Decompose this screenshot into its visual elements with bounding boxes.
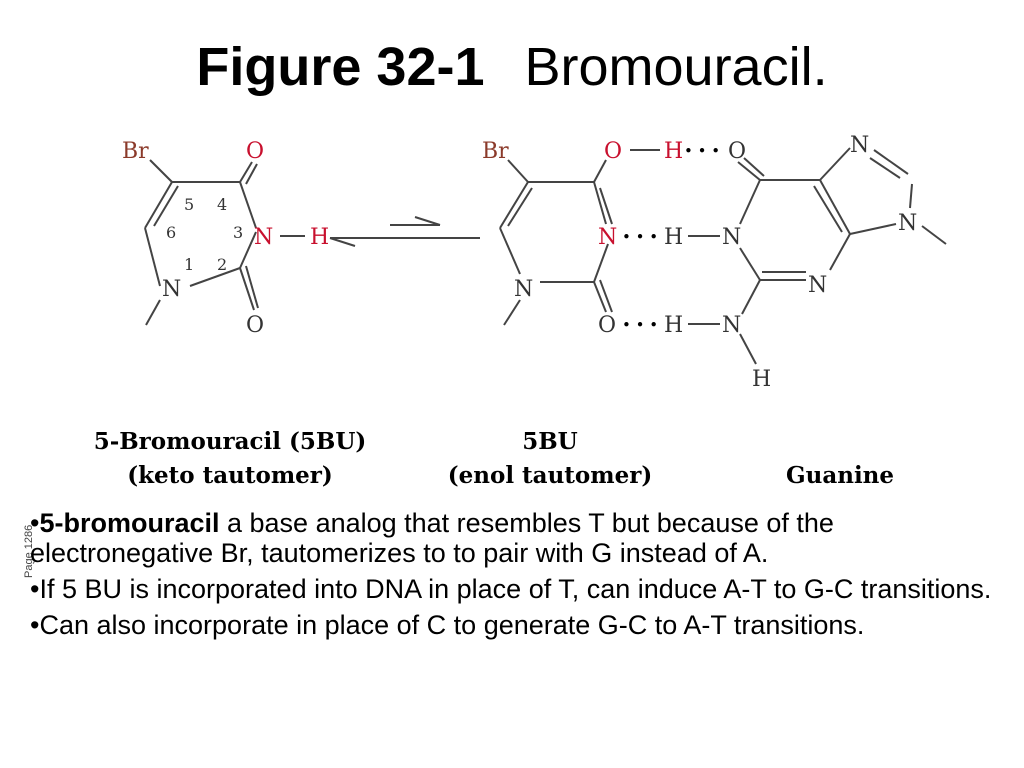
figure-name: Bromouracil. — [524, 37, 828, 97]
atom-o-2: O — [604, 139, 622, 164]
caption-keto: 5-Bromouracil (5BU) (keto tautomer) — [40, 425, 420, 493]
keto-tautomer-structure — [144, 159, 480, 326]
bromouracil-diagram: Br O N H N O 5 4 6 3 1 2 Br O H • • • N … — [122, 133, 947, 392]
bullet-3-text: Can also incorporate in place of C to ge… — [39, 610, 865, 640]
atom-br-2: Br — [482, 139, 509, 164]
bullet-1-text: a base analog that resembles T but becau… — [30, 508, 834, 568]
bullet-1: •5-bromouracil a base analog that resemb… — [30, 508, 834, 568]
ring-number-1: 1 — [184, 255, 194, 274]
enol-tautomer-structure — [499, 149, 660, 326]
bullet-3: •Can also incorporate in place of C to g… — [30, 610, 865, 640]
hbond-dots-top: • • • — [684, 142, 720, 160]
atom-h-amine: H — [752, 367, 771, 392]
atom-n3-guanine: N — [808, 273, 827, 298]
ring-number-4: 4 — [217, 195, 227, 214]
atom-h-mid: H — [664, 225, 683, 250]
hbond-dots-mid: • • • — [622, 228, 658, 246]
caption-enol: 5BU (enol tautomer) — [400, 425, 700, 493]
atom-n9-guanine: N — [898, 211, 917, 236]
hbond-dots-bottom: • • • — [622, 316, 658, 334]
figure-number: Figure 32-1 — [196, 37, 485, 97]
atom-h-1: H — [310, 225, 329, 250]
atom-n7-guanine: N — [850, 133, 869, 158]
bullet-2: •If 5 BU is incorporated into DNA in pla… — [30, 574, 992, 604]
caption-guanine: Guanine — [785, 462, 895, 489]
caption-enol-line2: (enol tautomer) — [447, 462, 653, 489]
ring-number-3: 3 — [233, 223, 243, 242]
atom-n3-2: N — [598, 225, 617, 250]
caption-keto-line1: 5-Bromouracil (5BU) — [93, 428, 367, 455]
atom-o-1: O — [246, 139, 264, 164]
bullet-2-text: If 5 BU is incorporated into DNA in plac… — [39, 574, 992, 604]
atom-n3-1: N — [254, 225, 273, 250]
atom-h-low: H — [664, 313, 683, 338]
atom-n1-2: N — [514, 277, 533, 302]
ring-number-2: 2 — [217, 255, 227, 274]
bullet-1-term: 5-bromouracil — [39, 508, 220, 538]
caption-keto-line2: (keto tautomer) — [127, 462, 333, 489]
guanine-structure — [688, 147, 947, 365]
bullet-list: •5-bromouracil a base analog that resemb… — [30, 508, 996, 646]
slide-title: Figure 32-1 Bromouracil. — [0, 36, 1024, 98]
ring-number-5: 5 — [184, 195, 194, 214]
caption-enol-line1: 5BU — [522, 428, 578, 455]
atom-o-bottom-2: O — [598, 313, 616, 338]
atom-br-1: Br — [122, 139, 149, 164]
ring-number-6: 6 — [166, 223, 176, 242]
atom-h-top-2: H — [664, 139, 683, 164]
atom-n1-guanine: N — [722, 225, 741, 250]
atom-o-guanine: O — [728, 139, 746, 164]
atom-n-amine: N — [722, 313, 741, 338]
atom-n1-1: N — [162, 277, 181, 302]
atom-o-bottom-1: O — [246, 313, 264, 338]
